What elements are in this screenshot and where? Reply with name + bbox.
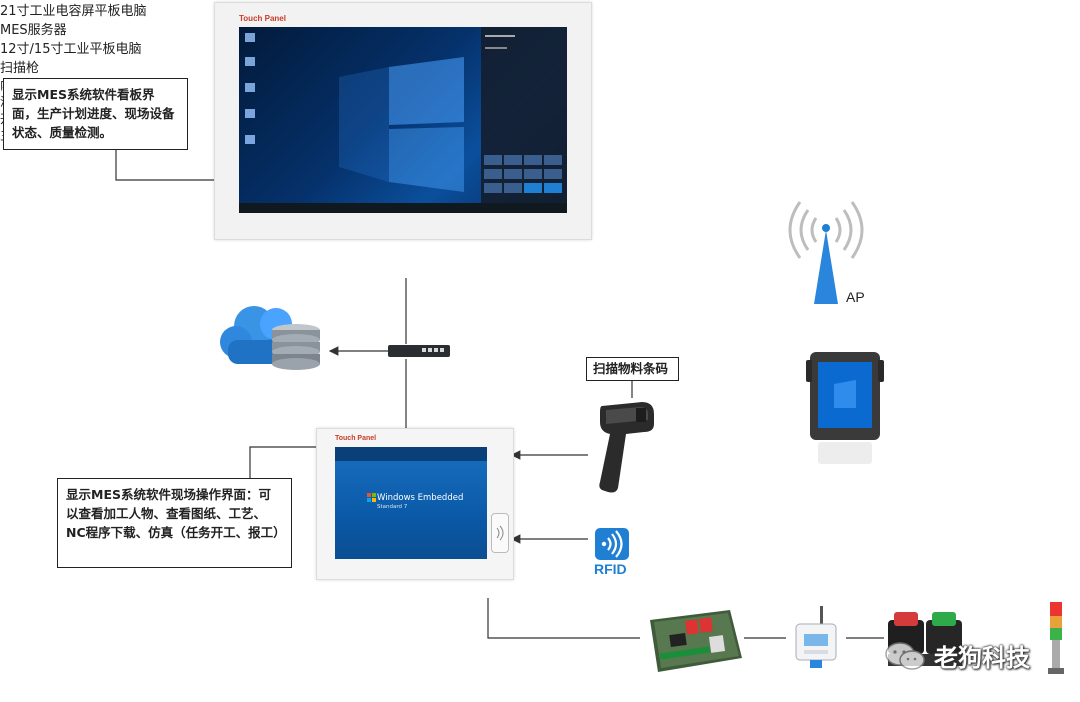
rfid-icon <box>595 528 629 560</box>
windows-logo-icon <box>245 33 464 192</box>
panel12-caption: 12寸/15寸工业平板电脑 <box>0 42 142 57</box>
panel21-caption: 21寸工业电容屏平板电脑 <box>0 4 147 19</box>
rfid-label: RFID <box>594 561 627 577</box>
os-name-line2: Standard 7 <box>377 504 408 510</box>
mes-server-label: MES服务器 <box>0 23 67 38</box>
panel12-screen: Windows Embedded Standard 7 <box>335 447 487 559</box>
panel21-device: Touch Panel <box>214 2 592 240</box>
watermark-text: 老狗科技 <box>934 644 1030 672</box>
panel21-brand: Touch Panel <box>239 14 286 23</box>
network-switch-icon <box>388 345 450 357</box>
ap-label: AP <box>846 289 865 305</box>
isolated-io-board-icon <box>650 610 742 672</box>
wechat-icon <box>885 642 925 670</box>
ap-antenna-icon <box>788 201 864 304</box>
panel12-callout: 显示MES系统软件现场操作界面：可以查看加工人物、查看图纸、工艺、NC程序下载、… <box>57 478 292 568</box>
panel12-topbar <box>335 447 487 461</box>
panel12-brand: Touch Panel <box>335 435 377 442</box>
action-center-panel <box>481 27 567 203</box>
callout1-leader <box>115 150 214 181</box>
windows-flag-icon <box>367 493 376 502</box>
callout2-leader <box>249 446 316 478</box>
tower-light-icon <box>1048 602 1064 674</box>
barcode-scanner-icon <box>599 402 654 493</box>
rugged-tablet-icon <box>806 352 884 464</box>
panel12-device: Touch Panel Windows Embedded Standard 7 <box>316 428 514 580</box>
panel12-to-io-line <box>487 598 640 639</box>
scanner-callout: 扫描物料条码 <box>586 357 679 381</box>
panel21-screen <box>239 27 567 213</box>
panel12-rfid-reader <box>491 513 509 553</box>
panel21-callout: 显示MES系统软件看板界面，生产计划进度、现场设备状态、质量检测。 <box>3 78 188 150</box>
scanner-label: 扫描枪 <box>0 61 40 76</box>
os-name-line1: Windows Embedded <box>377 493 464 503</box>
humidity-meter-icon <box>795 606 837 668</box>
taskbar <box>239 203 567 213</box>
mes-server-icon <box>220 306 320 370</box>
